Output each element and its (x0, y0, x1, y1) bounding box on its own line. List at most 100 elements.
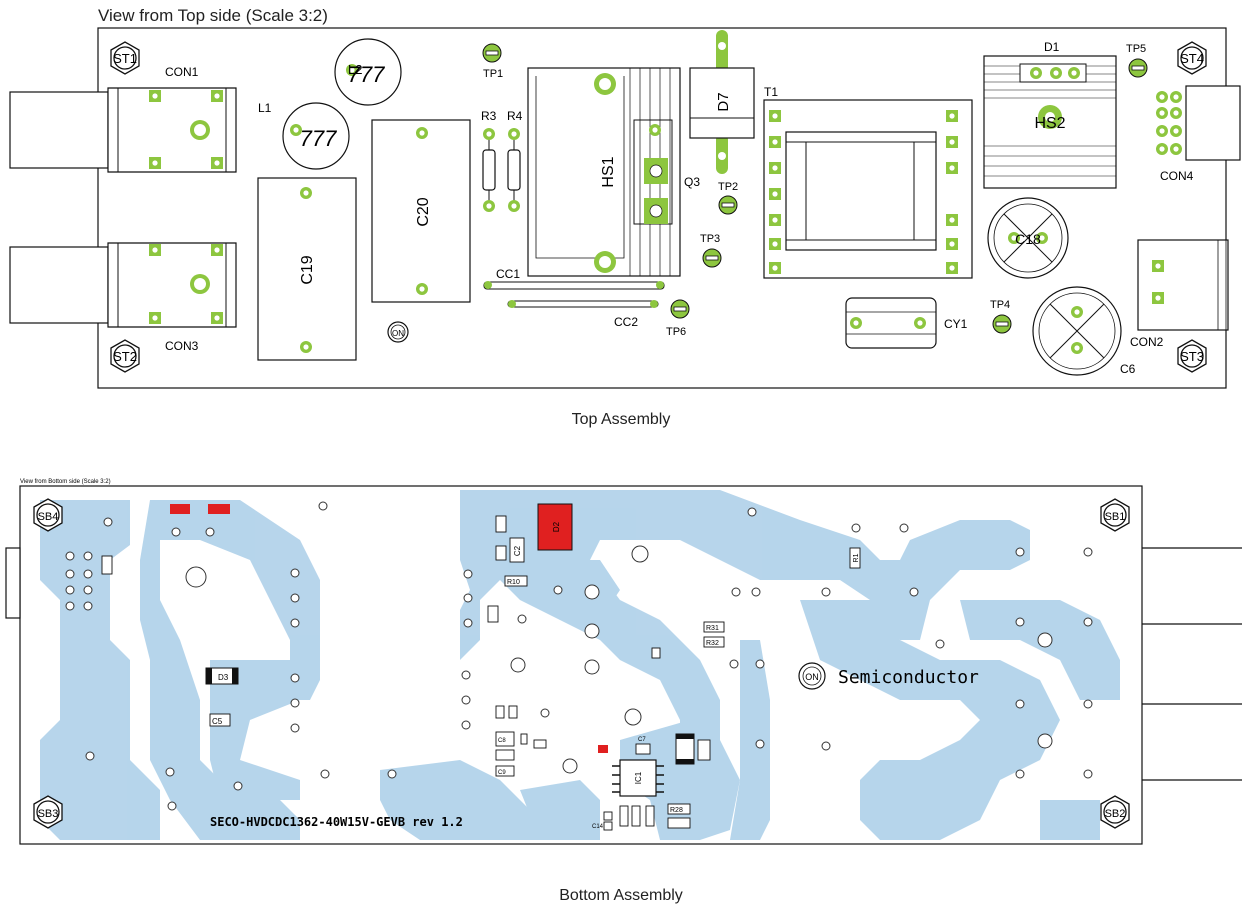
label-sb1: SB1 (1105, 511, 1126, 523)
label-r1: R1 (853, 553, 860, 562)
label-c20: C20 (415, 197, 432, 226)
copper-pours (40, 490, 1120, 840)
bottom-view-title: View from Bottom side (Scale 3:2) (20, 479, 111, 485)
label-hs2: HS2 (1034, 115, 1065, 132)
testpoint-tp5 (1128, 58, 1148, 78)
label-r10: R10 (507, 579, 520, 586)
connector-con1 (9, 87, 237, 173)
capacitor-c6 (1032, 286, 1122, 376)
label-d1: D1 (1044, 40, 1060, 54)
capacitor-c18 (987, 197, 1069, 279)
label-d2: D2 (552, 521, 561, 532)
smd-red-part-b (208, 504, 230, 514)
label-l2: L2 (348, 62, 362, 77)
bottom-connector-right-lower (1142, 703, 1242, 781)
label-cy1: CY1 (944, 317, 968, 331)
resistor-r4 (507, 128, 521, 212)
bottom-connector-left (5, 547, 21, 619)
heatsink-hs2 (983, 55, 1117, 189)
svg-text:ON: ON (805, 672, 819, 682)
capacitor-cc2 (507, 300, 659, 308)
smd-small-parts (101, 515, 861, 831)
transformer-t1 (763, 99, 973, 279)
label-con1: CON1 (165, 65, 199, 79)
label-cc1: CC1 (496, 267, 520, 281)
logo-text: Semiconductor (838, 667, 979, 688)
label-r32: R32 (706, 640, 719, 647)
top-view-title: View from Top side (Scale 3:2) (98, 6, 328, 25)
testpoint-tp4 (992, 314, 1012, 334)
svg-text:ON: ON (392, 329, 404, 338)
top-assembly-caption: Top Assembly (571, 411, 671, 428)
label-q3: Q3 (684, 175, 700, 189)
label-c7: C7 (638, 737, 646, 743)
label-con2: CON2 (1130, 335, 1164, 349)
label-sb3: SB3 (38, 808, 59, 820)
mark-l2: 777 (348, 62, 385, 87)
label-st3: ST3 (1180, 349, 1204, 364)
label-st2: ST2 (113, 349, 137, 364)
resistor-r3 (482, 128, 496, 212)
diode-d3 (205, 667, 239, 685)
label-c18: C18 (1015, 231, 1041, 247)
transistor-smd (533, 733, 695, 765)
diode-d7 (689, 30, 755, 174)
mark-l1: 777 (300, 126, 337, 151)
label-c6: C6 (1120, 362, 1136, 376)
label-sb4: SB4 (38, 511, 59, 523)
inductor-l1 (282, 102, 350, 170)
label-tp1: TP1 (483, 68, 503, 80)
diode-d2 (537, 503, 573, 551)
inductor-l2 (334, 38, 402, 106)
connector-con2 (1137, 239, 1229, 331)
bottom-assembly-caption: Bottom Assembly (559, 887, 683, 904)
label-d3: D3 (218, 673, 229, 682)
label-hs1: HS1 (600, 156, 617, 187)
label-l1: L1 (258, 101, 272, 115)
label-d7: D7 (715, 92, 732, 111)
label-st4: ST4 (1180, 51, 1204, 66)
label-r4: R4 (507, 109, 523, 123)
heatsink-hs1 (527, 67, 681, 277)
capacitor-cc1 (483, 281, 665, 290)
label-tp3: TP3 (700, 233, 720, 245)
label-r28: R28 (670, 807, 683, 814)
bottom-connector-right-upper (1142, 547, 1242, 625)
label-c14: C14 (592, 824, 604, 830)
label-st1: ST1 (113, 51, 137, 66)
label-sb2: SB2 (1105, 808, 1126, 820)
label-c8: C8 (498, 738, 506, 744)
bottom-assembly: View from Bottom side (Scale 3:2) (5, 479, 1242, 845)
label-tp6: TP6 (666, 326, 686, 338)
logo-icon: ON (387, 321, 409, 343)
label-con3: CON3 (165, 339, 199, 353)
top-assembly: ST1 ST2 ST3 ST4 CON1 CON3 777 (9, 27, 1241, 389)
connector-con3 (9, 242, 237, 328)
label-c2: C2 (513, 545, 522, 556)
smd-red-part-c (598, 745, 608, 753)
label-con4: CON4 (1160, 169, 1194, 183)
label-ic1: IC1 (634, 771, 643, 784)
label-r3: R3 (481, 109, 497, 123)
label-r31: R31 (706, 625, 719, 632)
through-holes (65, 501, 1093, 811)
capacitor-cy1 (845, 297, 937, 349)
testpoint-tp3 (702, 248, 722, 268)
capacitor-c20 (371, 119, 471, 303)
testpoint-tp6 (670, 299, 690, 319)
label-tp2: TP2 (718, 181, 738, 193)
chip-ic1 (612, 759, 664, 797)
label-cc2: CC2 (614, 315, 638, 329)
testpoint-tp2 (718, 195, 738, 215)
label-tp5: TP5 (1126, 43, 1146, 55)
connector-con4 (1156, 85, 1241, 161)
smd-red-part-a (170, 504, 190, 514)
label-c9: C9 (498, 770, 506, 776)
testpoint-tp1 (482, 43, 502, 63)
label-c5: C5 (212, 717, 223, 726)
capacitor-c19 (257, 177, 357, 361)
label-c19: C19 (299, 255, 316, 284)
board-revision-text: SECO-HVDCDC1362-40W15V-GEVB rev 1.2 (210, 815, 463, 829)
label-t1: T1 (764, 85, 778, 99)
